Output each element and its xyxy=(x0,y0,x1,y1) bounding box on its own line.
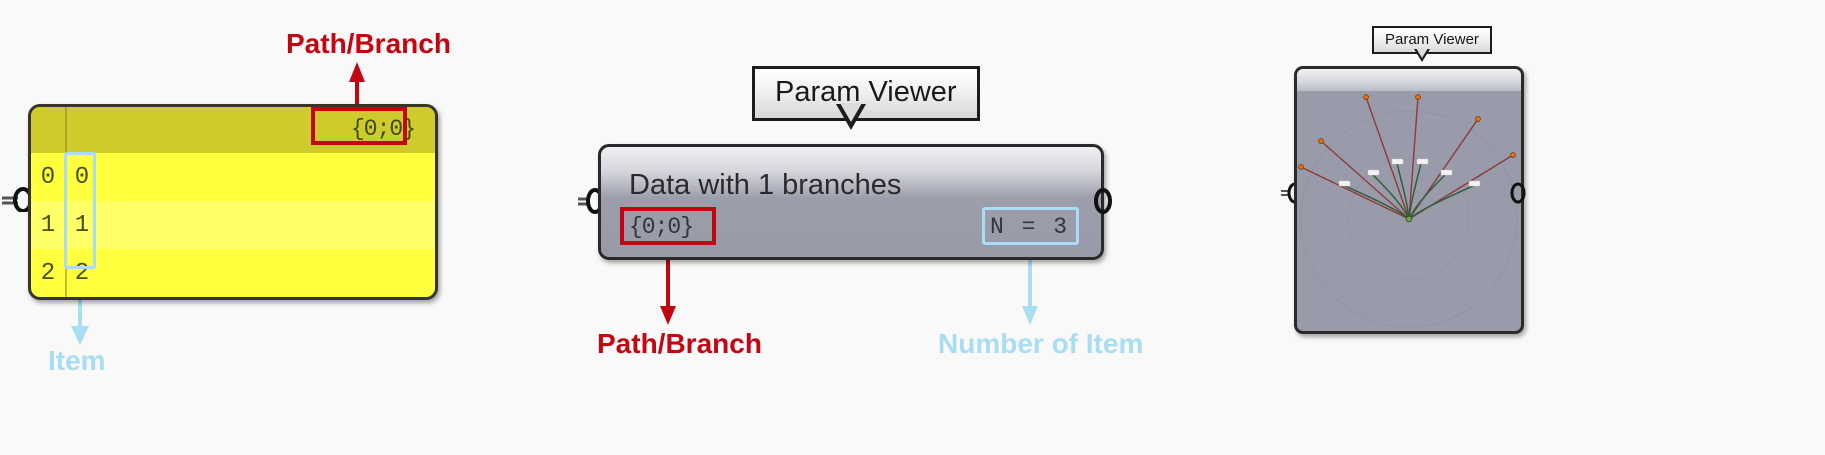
graph-origin-node xyxy=(1405,215,1413,223)
left-component-path-value: {0;0} xyxy=(350,116,416,142)
annotation-label-path-branch-left: Path/Branch xyxy=(286,28,451,59)
param-viewer-title: Data with 1 branches xyxy=(629,169,902,201)
row-index: 2 xyxy=(40,259,56,287)
left-component-header xyxy=(31,107,435,153)
row-value: 0 xyxy=(74,163,90,191)
table-row[interactable]: 1 1 xyxy=(31,201,435,249)
middle-tooltip-tail-inner xyxy=(840,103,862,122)
right-component-caption-bar xyxy=(1297,69,1521,91)
middle-component-tooltip: Param Viewer xyxy=(752,66,980,121)
row-value: 1 xyxy=(74,211,90,239)
right-tooltip-tail-inner xyxy=(1416,48,1428,58)
middle-component-output-connector[interactable] xyxy=(1094,188,1120,214)
param-viewer-count-value: N = 3 xyxy=(989,214,1069,240)
param-viewer-path-value: {0;0} xyxy=(629,214,694,240)
annotation-label-item: Item xyxy=(48,345,106,376)
param-viewer-component[interactable]: Data with 1 branches {0;0} N = 3 xyxy=(598,144,1104,260)
tree-fan-graph xyxy=(1298,94,1518,328)
row-value: 2 xyxy=(74,259,90,287)
right-component-output-connector[interactable] xyxy=(1510,182,1532,204)
table-row[interactable]: 0 0 xyxy=(31,153,435,201)
annotation-label-number-of-item: Number of Item xyxy=(938,328,1144,359)
annotation-label-path-branch-middle: Path/Branch xyxy=(597,328,762,359)
row-index: 0 xyxy=(40,163,56,191)
right-param-viewer-component[interactable] xyxy=(1294,66,1524,334)
right-component-tooltip: Param Viewer xyxy=(1372,26,1492,54)
gh-data-param-component[interactable]: {0;0} 0 0 1 1 2 2 xyxy=(28,104,438,300)
table-row[interactable]: 2 2 xyxy=(31,249,435,297)
row-index: 1 xyxy=(40,211,56,239)
